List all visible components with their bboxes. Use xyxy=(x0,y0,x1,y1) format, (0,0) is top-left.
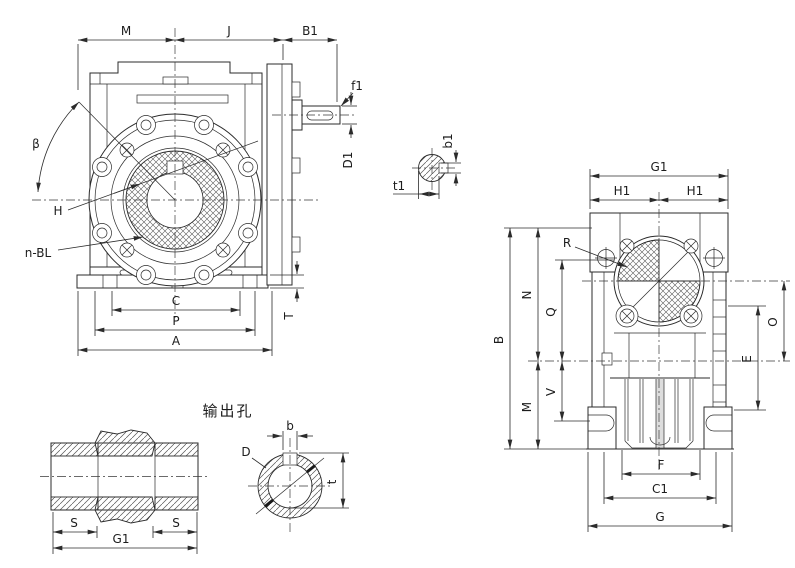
worm-wheel-hub-top xyxy=(94,429,156,457)
flange-bolt-holes xyxy=(92,115,258,285)
input-shaft-keyway xyxy=(306,110,334,121)
dim-label-b1-section: b1 xyxy=(441,133,455,148)
dim-label-H: H xyxy=(53,204,62,218)
output-hole-view: 输出孔 D b t xyxy=(202,402,349,534)
dim-label-H1-left: H1 xyxy=(614,184,631,198)
input-flange-plate xyxy=(266,63,301,286)
side-centerlines xyxy=(528,192,790,470)
side-body xyxy=(591,272,727,407)
input-shaft-key-section: b1 t1 xyxy=(393,133,461,199)
dim-label-C: C xyxy=(172,294,180,308)
dim-label-B1: B1 xyxy=(302,24,318,38)
dim-label-P: P xyxy=(172,314,179,328)
dim-label-B: B xyxy=(492,336,506,344)
dim-label-E: E xyxy=(740,355,754,363)
dim-label-G1-bushing: G1 xyxy=(113,532,130,546)
front-dimensions: M J B1 f1 D1 β H n-BL xyxy=(25,24,363,356)
dim-label-R: R xyxy=(563,236,571,250)
dim-label-beta: β xyxy=(32,137,40,151)
flange-ear-hole-left xyxy=(595,247,617,269)
dim-label-M-side: M xyxy=(520,402,534,412)
dim-label-O: O xyxy=(766,317,780,326)
dim-label-N: N xyxy=(520,291,534,300)
dim-label-H1-right: H1 xyxy=(687,184,704,198)
dim-label-t1-section: t1 xyxy=(393,179,405,193)
dim-label-G: G xyxy=(655,510,664,524)
dim-label-D1: D1 xyxy=(341,152,355,169)
flange-ear-hole-right xyxy=(703,247,725,269)
cooling-fins xyxy=(624,379,694,449)
bushing-section-view: S S G1 xyxy=(40,429,210,554)
flange-tapped-holes xyxy=(119,142,231,258)
dim-label-J: J xyxy=(226,24,231,38)
dim-label-T: T xyxy=(282,312,296,321)
side-view: G1 H1 H1 R B N Q M V E xyxy=(492,160,790,532)
dim-label-G1-side: G1 xyxy=(651,160,668,174)
dim-label-F: F xyxy=(658,458,665,472)
dim-label-t-keyway: t xyxy=(325,479,339,484)
dim-label-A: A xyxy=(172,334,181,348)
oil-plug xyxy=(601,352,613,366)
input-shaft xyxy=(291,99,341,131)
dim-label-S-right: S xyxy=(172,516,180,530)
worm-wheel-hub-bottom xyxy=(94,496,156,524)
dim-label-S-left: S xyxy=(70,516,78,530)
flange-bolts-side xyxy=(615,238,703,328)
front-view: M J B1 f1 D1 β H n-BL xyxy=(25,24,363,356)
dim-label-b-keyway: b xyxy=(286,419,294,433)
dim-label-f1: f1 xyxy=(351,79,363,93)
output-hole-dimensions: D b t xyxy=(241,419,349,509)
output-hole-title: 输出孔 xyxy=(202,402,253,420)
dim-label-M: M xyxy=(121,24,131,38)
dim-label-Q: Q xyxy=(544,307,558,316)
dim-label-C1: C1 xyxy=(652,482,668,496)
dim-label-nBL: n-BL xyxy=(25,246,52,260)
side-dimensions: G1 H1 H1 R B N Q M V E xyxy=(492,160,787,532)
bushing-dimensions: S S G1 xyxy=(52,512,198,554)
output-hole-ring xyxy=(257,453,323,519)
dim-label-V: V xyxy=(544,387,558,396)
dim-label-D-bore: D xyxy=(241,445,250,459)
side-feet xyxy=(586,406,734,450)
